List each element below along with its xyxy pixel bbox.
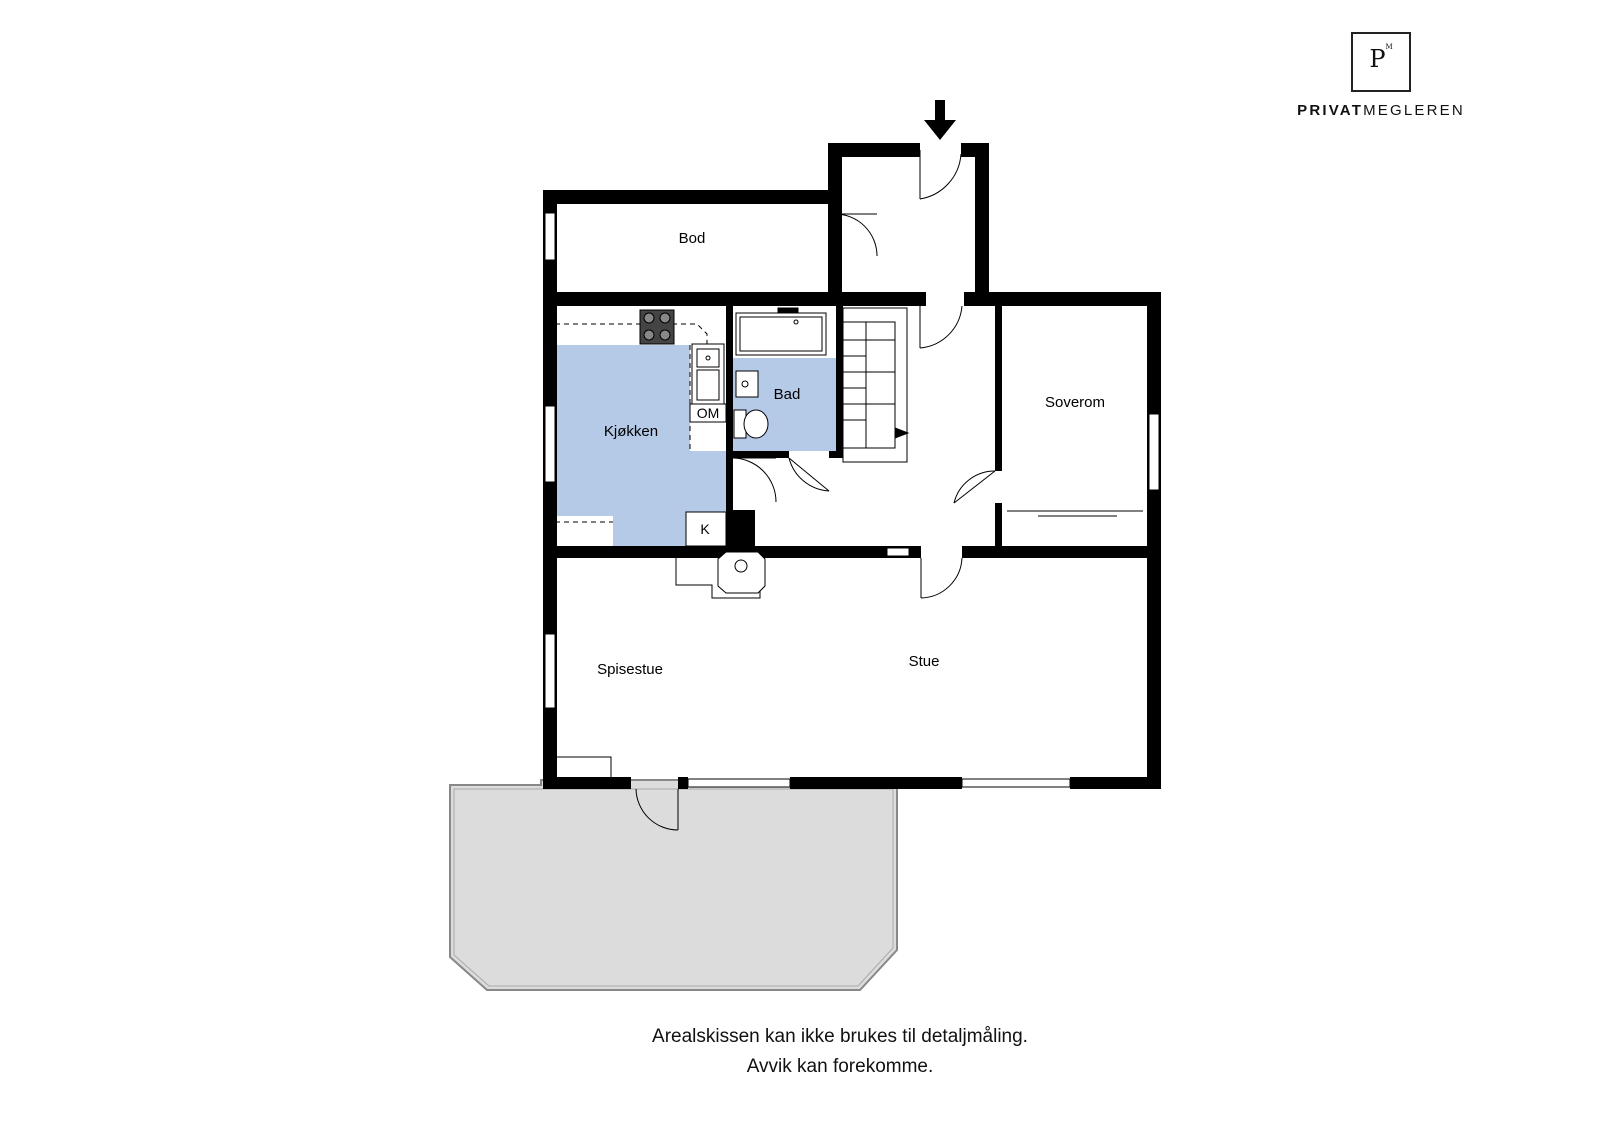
entry-door [919,150,962,200]
disclaimer-line-1: Arealskissen kan ikke brukes til detaljm… [652,1026,1028,1047]
logo-mark: PM [1351,32,1411,92]
brand-name-bold: PRIVAT [1297,102,1364,119]
terrace [449,779,898,991]
kitchen-fixtures [555,309,727,523]
logo-letter: P [1369,45,1386,73]
room-label-kitchen: Kjøkken [604,423,658,440]
kitchen-door [732,457,777,503]
bathroom-door [788,457,830,492]
fireplace [675,551,766,599]
brand-name: PRIVATMEGLEREN [1286,102,1476,119]
brand-name-regular: MEGLEREN [1363,102,1465,119]
living-door [920,557,963,599]
room-label-bedroom: Soverom [1045,394,1105,411]
room-label-dining: Spisestue [597,661,663,678]
kitchen-floor [555,345,733,546]
kitchen-counter-area [555,516,613,546]
room-label-living: Stue [909,653,940,670]
stairs [842,307,910,463]
dining-cabinet [557,756,612,777]
bedroom-door [953,470,996,504]
bathroom-fixtures [733,307,827,439]
arrow-down-icon [924,100,956,140]
bod-door [834,213,878,257]
terrace-door [635,788,679,831]
room-label-bathroom: Bad [774,386,801,403]
room-label-bod: Bod [679,230,706,247]
fixture-label-k: K [700,521,710,537]
disclaimer-line-2: Avvik kan forekomme. [746,1056,934,1077]
fixture-label-om: OM [697,405,720,421]
windows [544,212,1160,788]
doors [635,150,1143,831]
hall-door [919,299,963,349]
brand-logo: PM PRIVATMEGLEREN [1286,32,1476,119]
logo-sup: M [1385,43,1393,51]
